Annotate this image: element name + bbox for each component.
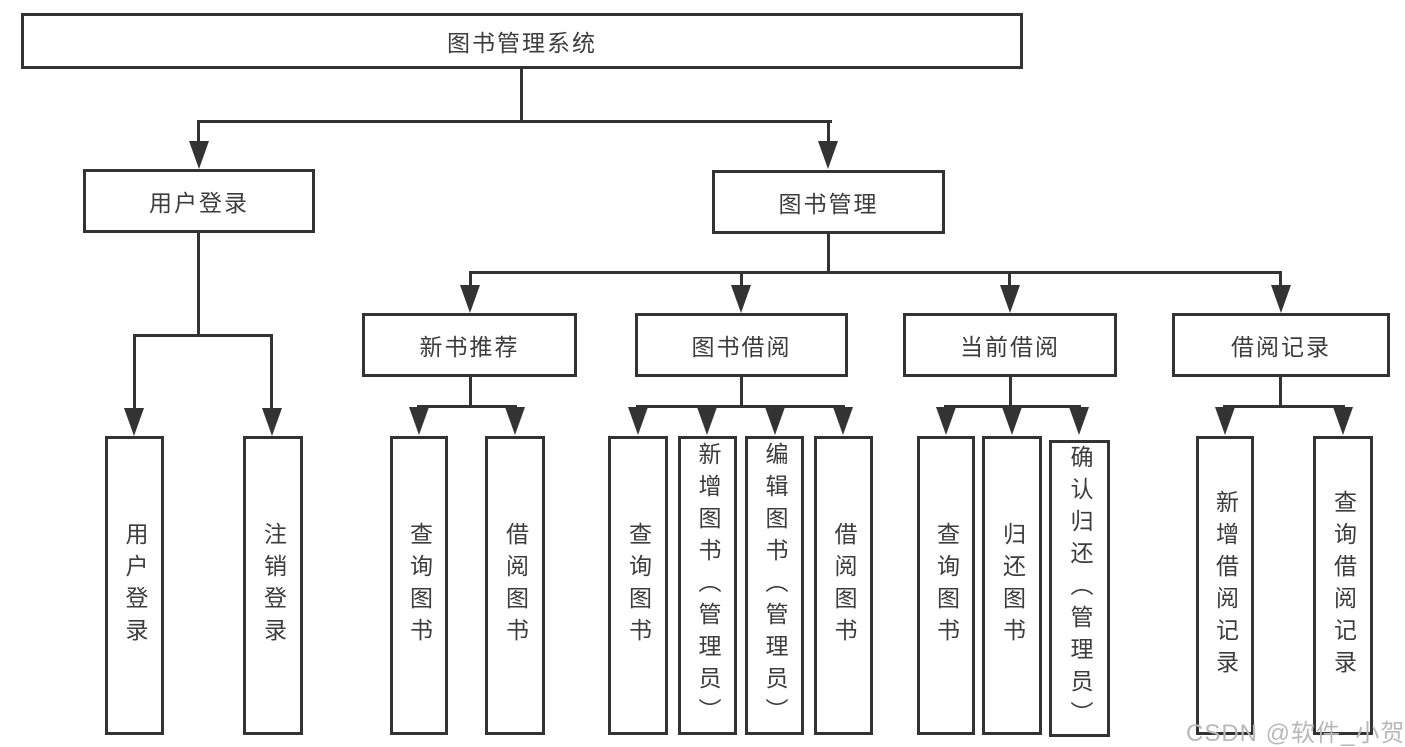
leaf-borrow-query-books: 查询图书 — [608, 436, 668, 735]
arrowhead-down-icon — [262, 408, 282, 436]
connector-level3-drop — [469, 271, 472, 286]
connector-user-login-stem — [197, 233, 200, 336]
node-current-borrow-label: 当前借阅 — [960, 334, 1060, 360]
leaf-add-books-admin: 新增图书（管理员） — [678, 436, 737, 735]
leaf-return-books-label: 归还图书 — [999, 521, 1026, 650]
connector-new-book-recommend-branch — [417, 405, 517, 408]
connector-borrow-records-branch — [1223, 405, 1345, 408]
node-book-borrow: 图书借阅 — [635, 313, 848, 377]
arrowhead-down-icon — [731, 285, 751, 313]
arrowhead-down-icon — [460, 285, 480, 313]
node-book-management-label: 图书管理 — [778, 191, 879, 217]
node-user-login-label: 用户登录 — [149, 190, 249, 216]
connector-leaf-drop — [270, 334, 273, 409]
node-root-label: 图书管理系统 — [447, 30, 597, 56]
arrowhead-down-icon — [697, 407, 717, 435]
leaf-borrow-borrow-books-label: 借阅图书 — [831, 521, 857, 650]
connector-borrow-records-stem — [1279, 377, 1282, 407]
arrowhead-down-icon — [765, 407, 785, 435]
node-book-borrow-label: 图书借阅 — [691, 334, 792, 360]
leaf-add-books-admin-label: 新增图书（管理员） — [695, 441, 721, 730]
connector-level3-drop — [1008, 271, 1011, 286]
arrowhead-down-icon — [505, 407, 525, 435]
leaf-edit-books-admin: 编辑图书（管理员） — [745, 436, 804, 735]
connector-level3-drop — [1279, 271, 1282, 286]
leaf-recommend-borrow-books-label: 借阅图书 — [502, 521, 529, 650]
node-book-management: 图书管理 — [712, 170, 945, 234]
arrowhead-down-icon — [409, 407, 429, 435]
connector-current-borrow-stem — [1009, 377, 1012, 407]
node-new-book-recommend: 新书推荐 — [362, 313, 577, 377]
connector-user-login-drop — [197, 120, 200, 142]
arrowhead-down-icon — [189, 141, 209, 169]
arrowhead-down-icon — [1002, 407, 1022, 435]
connector-book-borrow-stem — [740, 377, 743, 407]
leaf-confirm-return-admin-label: 确认归还（管理员） — [1067, 444, 1093, 733]
arrowhead-down-icon — [818, 141, 838, 169]
connector-book-management-stem — [827, 234, 830, 273]
node-current-borrow: 当前借阅 — [903, 313, 1117, 377]
leaf-current-query-books: 查询图书 — [917, 436, 975, 735]
leaf-borrow-borrow-books: 借阅图书 — [814, 436, 873, 735]
connector-book-management-drop — [827, 120, 830, 142]
connector-current-borrow-branch — [944, 405, 1081, 408]
leaf-recommend-query-books-label: 查询图书 — [406, 521, 433, 650]
leaf-recommend-borrow-books: 借阅图书 — [485, 436, 545, 735]
arrowhead-down-icon — [1069, 407, 1089, 435]
arrowhead-down-icon — [1271, 285, 1291, 313]
connector-book-borrow-branch — [636, 405, 845, 408]
connector-new-book-recommend-stem — [469, 377, 472, 407]
leaf-user-login: 用户登录 — [105, 436, 164, 735]
leaf-recommend-query-books: 查询图书 — [390, 436, 448, 735]
arrowhead-down-icon — [628, 407, 648, 435]
leaf-query-borrow-record: 查询借阅记录 — [1313, 436, 1373, 735]
arrowhead-down-icon — [1333, 407, 1353, 435]
leaf-add-borrow-record: 新增借阅记录 — [1196, 436, 1254, 735]
leaf-add-borrow-record-label: 新增借阅记录 — [1212, 489, 1239, 682]
arrowhead-down-icon — [833, 407, 853, 435]
connector-book-management-branch — [469, 271, 1281, 274]
leaf-user-login-label: 用户登录 — [122, 521, 148, 650]
csdn-watermark: CSDN @软件_小贺同学 — [1186, 720, 1405, 747]
arrowhead-down-icon — [936, 407, 956, 435]
connector-level3-drop — [740, 271, 743, 286]
leaf-edit-books-admin-label: 编辑图书（管理员） — [762, 441, 788, 730]
connector-leaf-drop — [133, 334, 136, 409]
node-borrow-records-label: 借阅记录 — [1231, 334, 1331, 360]
arrowhead-down-icon — [1000, 285, 1020, 313]
leaf-query-borrow-record-label: 查询借阅记录 — [1330, 489, 1357, 682]
connector-root-branch — [197, 120, 832, 123]
leaf-borrow-query-books-label: 查询图书 — [625, 521, 652, 650]
node-user-login: 用户登录 — [83, 169, 315, 233]
node-root: 图书管理系统 — [21, 13, 1023, 69]
connector-user-login-branch — [133, 334, 273, 337]
arrowhead-down-icon — [1215, 407, 1235, 435]
leaf-return-books: 归还图书 — [982, 436, 1042, 735]
node-borrow-records: 借阅记录 — [1172, 313, 1390, 377]
arrowhead-down-icon — [124, 408, 144, 436]
leaf-logout: 注销登录 — [243, 436, 303, 735]
leaf-current-query-books-label: 查询图书 — [933, 521, 960, 650]
connector-root-stem — [520, 69, 523, 122]
leaf-confirm-return-admin: 确认归还（管理员） — [1049, 440, 1110, 737]
node-new-book-recommend-label: 新书推荐 — [419, 334, 520, 360]
leaf-logout-label: 注销登录 — [260, 521, 287, 650]
